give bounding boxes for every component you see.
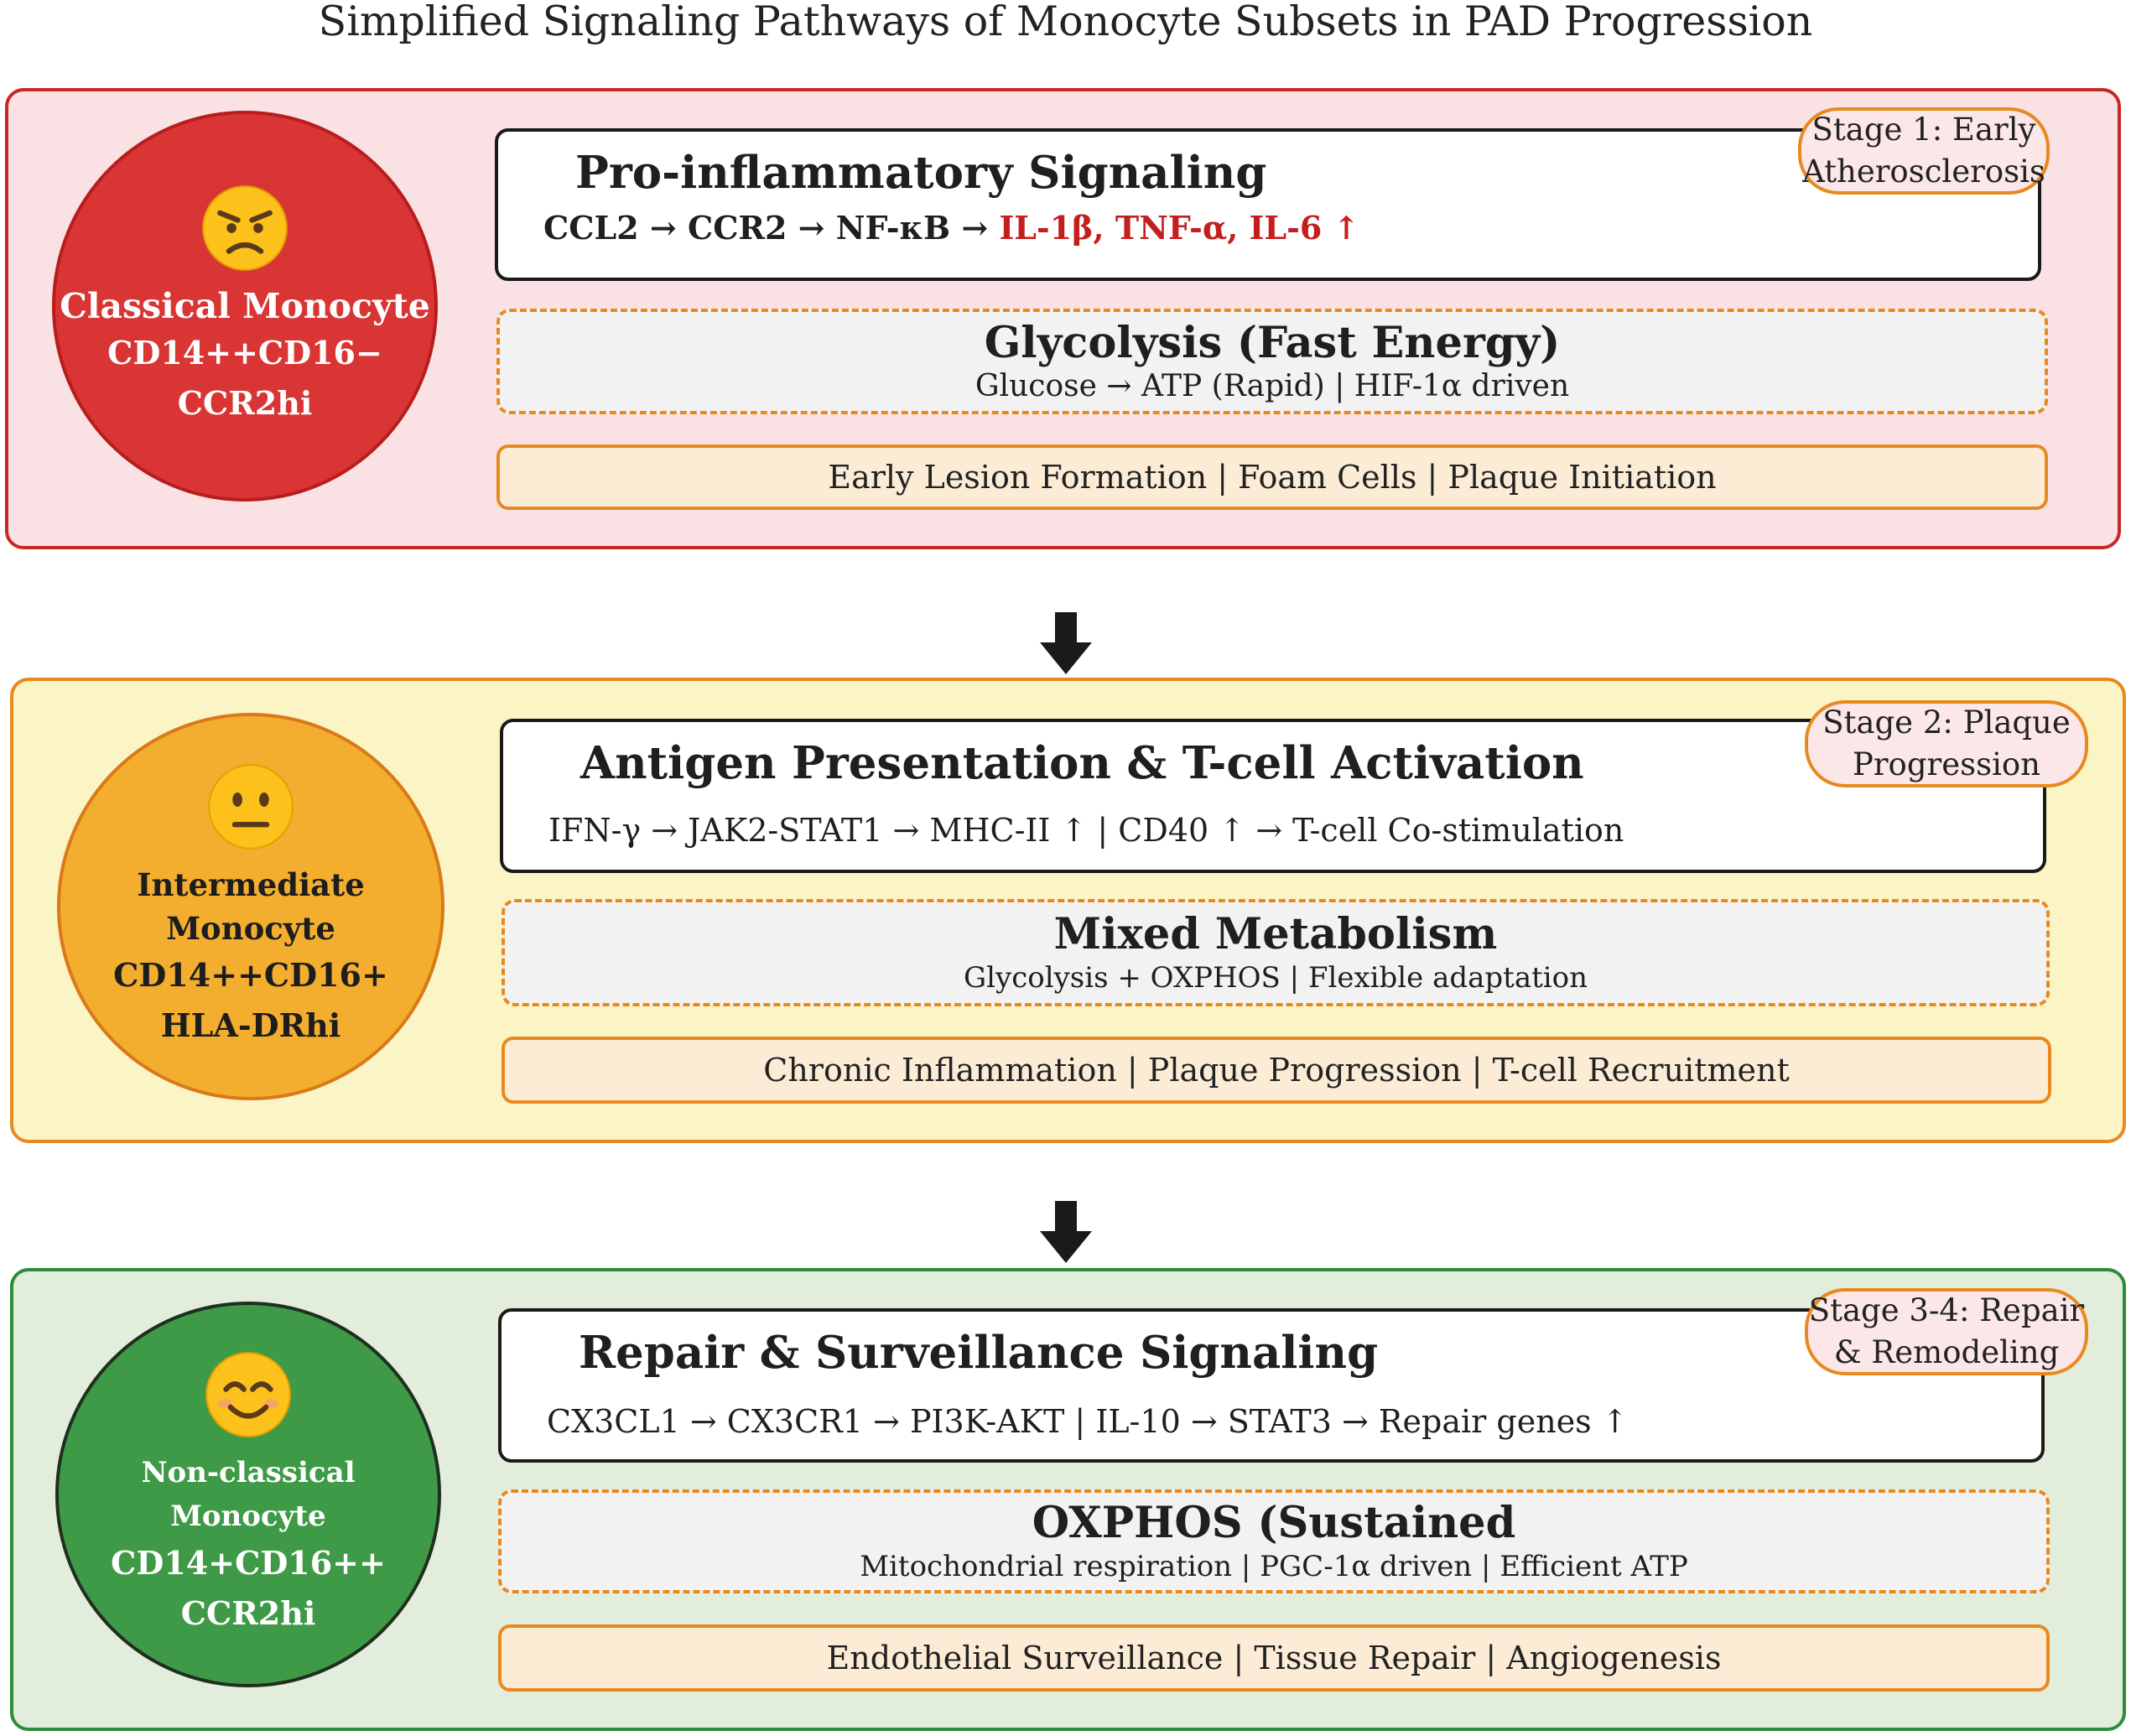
- outcome-box: Early Lesion Formation | Foam Cells | Pl…: [496, 444, 2048, 510]
- down-arrow-icon: [1040, 612, 1092, 674]
- stage-label-line-2: & Remodeling: [1833, 1334, 2060, 1370]
- stage-label-line-1: Stage 3-4: Repair: [1808, 1292, 2085, 1328]
- monocyte-name: Non-classical Monocyte: [141, 1456, 356, 1533]
- metabolism-box: Mixed Metabolism Glycolysis + OXPHOS | F…: [502, 899, 2050, 1006]
- cd-marker: CD14++CD16+: [113, 956, 388, 994]
- metabolism-title: Mixed Metabolism: [1053, 909, 1498, 959]
- stage-label-line-2: Progression: [1852, 746, 2041, 782]
- non-classical-monocyte-circle: Non-classical Monocyte CD14+CD16++ CCR2h…: [55, 1302, 441, 1687]
- neutral-face-icon: [208, 764, 294, 850]
- metabolism-subtitle: Glycolysis + OXPHOS | Flexible adaptatio…: [963, 961, 1588, 995]
- cytokine-highlight: IL-1β, TNF-α, IL-6 ↑: [999, 209, 1360, 247]
- down-arrow-icon: [1040, 1201, 1092, 1263]
- signaling-box: Antigen Presentation & T-cell Activation…: [500, 719, 2046, 873]
- cd-marker: CD14++CD16−: [107, 334, 382, 372]
- signaling-box: Pro-inflammatory Signaling CCL2 → CCR2 →…: [495, 128, 2041, 281]
- stage-badge: Stage 3-4: Repair & Remodeling: [1805, 1288, 2088, 1375]
- hla-marker: HLA-DRhi: [160, 1006, 341, 1044]
- receptor-marker: CCR2hi: [180, 1594, 316, 1632]
- signaling-box: Repair & Surveillance Signaling CX3CL1 →…: [498, 1308, 2045, 1463]
- pathway-text: CCL2 → CCR2 → NF-κB →: [543, 209, 1000, 247]
- signaling-title: Pro-inflammatory Signaling: [575, 147, 1267, 199]
- monocyte-name: Classical Monocyte: [60, 286, 430, 326]
- classical-monocyte-circle: Classical Monocyte CD14++CD16− CCR2hi: [52, 111, 438, 502]
- metabolism-title: Glycolysis (Fast Energy): [984, 318, 1561, 368]
- metabolism-box: OXPHOS (Sustained Mitochondrial respirat…: [498, 1489, 2050, 1593]
- angry-face-icon: [202, 185, 288, 271]
- signaling-pathway: CCL2 → CCR2 → NF-κB → IL-1β, TNF-α, IL-6…: [543, 207, 1359, 249]
- outcome-box: Chronic Inflammation | Plaque Progressio…: [502, 1037, 2051, 1104]
- metabolism-subtitle: Glucose → ATP (Rapid) | HIF-1α driven: [975, 369, 1570, 403]
- signaling-title: Repair & Surveillance Signaling: [579, 1327, 1379, 1379]
- cd-marker: CD14+CD16++: [111, 1544, 386, 1582]
- intermediate-monocyte-circle: Intermediate Monocyte CD14++CD16+ HLA-DR…: [57, 713, 444, 1100]
- stage-label-line-1: Stage 1: Early: [1811, 112, 2036, 148]
- signaling-pathway: CX3CL1 → CX3CR1 → PI3K-AKT | IL-10 → STA…: [547, 1403, 1629, 1440]
- metabolism-title: OXPHOS (Sustained: [1032, 1498, 1516, 1548]
- smiling-face-icon: [205, 1352, 291, 1437]
- stage-label-line-2: Atherosclerosis: [1802, 153, 2045, 190]
- signaling-pathway: IFN-γ → JAK2-STAT1 → MHC-II ↑ | CD40 ↑ →…: [548, 812, 1624, 849]
- signaling-title: Antigen Presentation & T-cell Activation: [580, 737, 1584, 789]
- monocyte-name: Intermediate Monocyte: [137, 866, 365, 947]
- metabolism-box: Glycolysis (Fast Energy) Glucose → ATP (…: [496, 309, 2048, 414]
- metabolism-subtitle: Mitochondrial respiration | PGC-1α drive…: [860, 1550, 1688, 1583]
- stage-label-line-1: Stage 2: Plaque: [1822, 704, 2071, 741]
- diagram-title: Simplified Signaling Pathways of Monocyt…: [318, 0, 1813, 45]
- outcome-box: Endothelial Surveillance | Tissue Repair…: [498, 1624, 2050, 1692]
- receptor-marker: CCR2hi: [177, 384, 313, 422]
